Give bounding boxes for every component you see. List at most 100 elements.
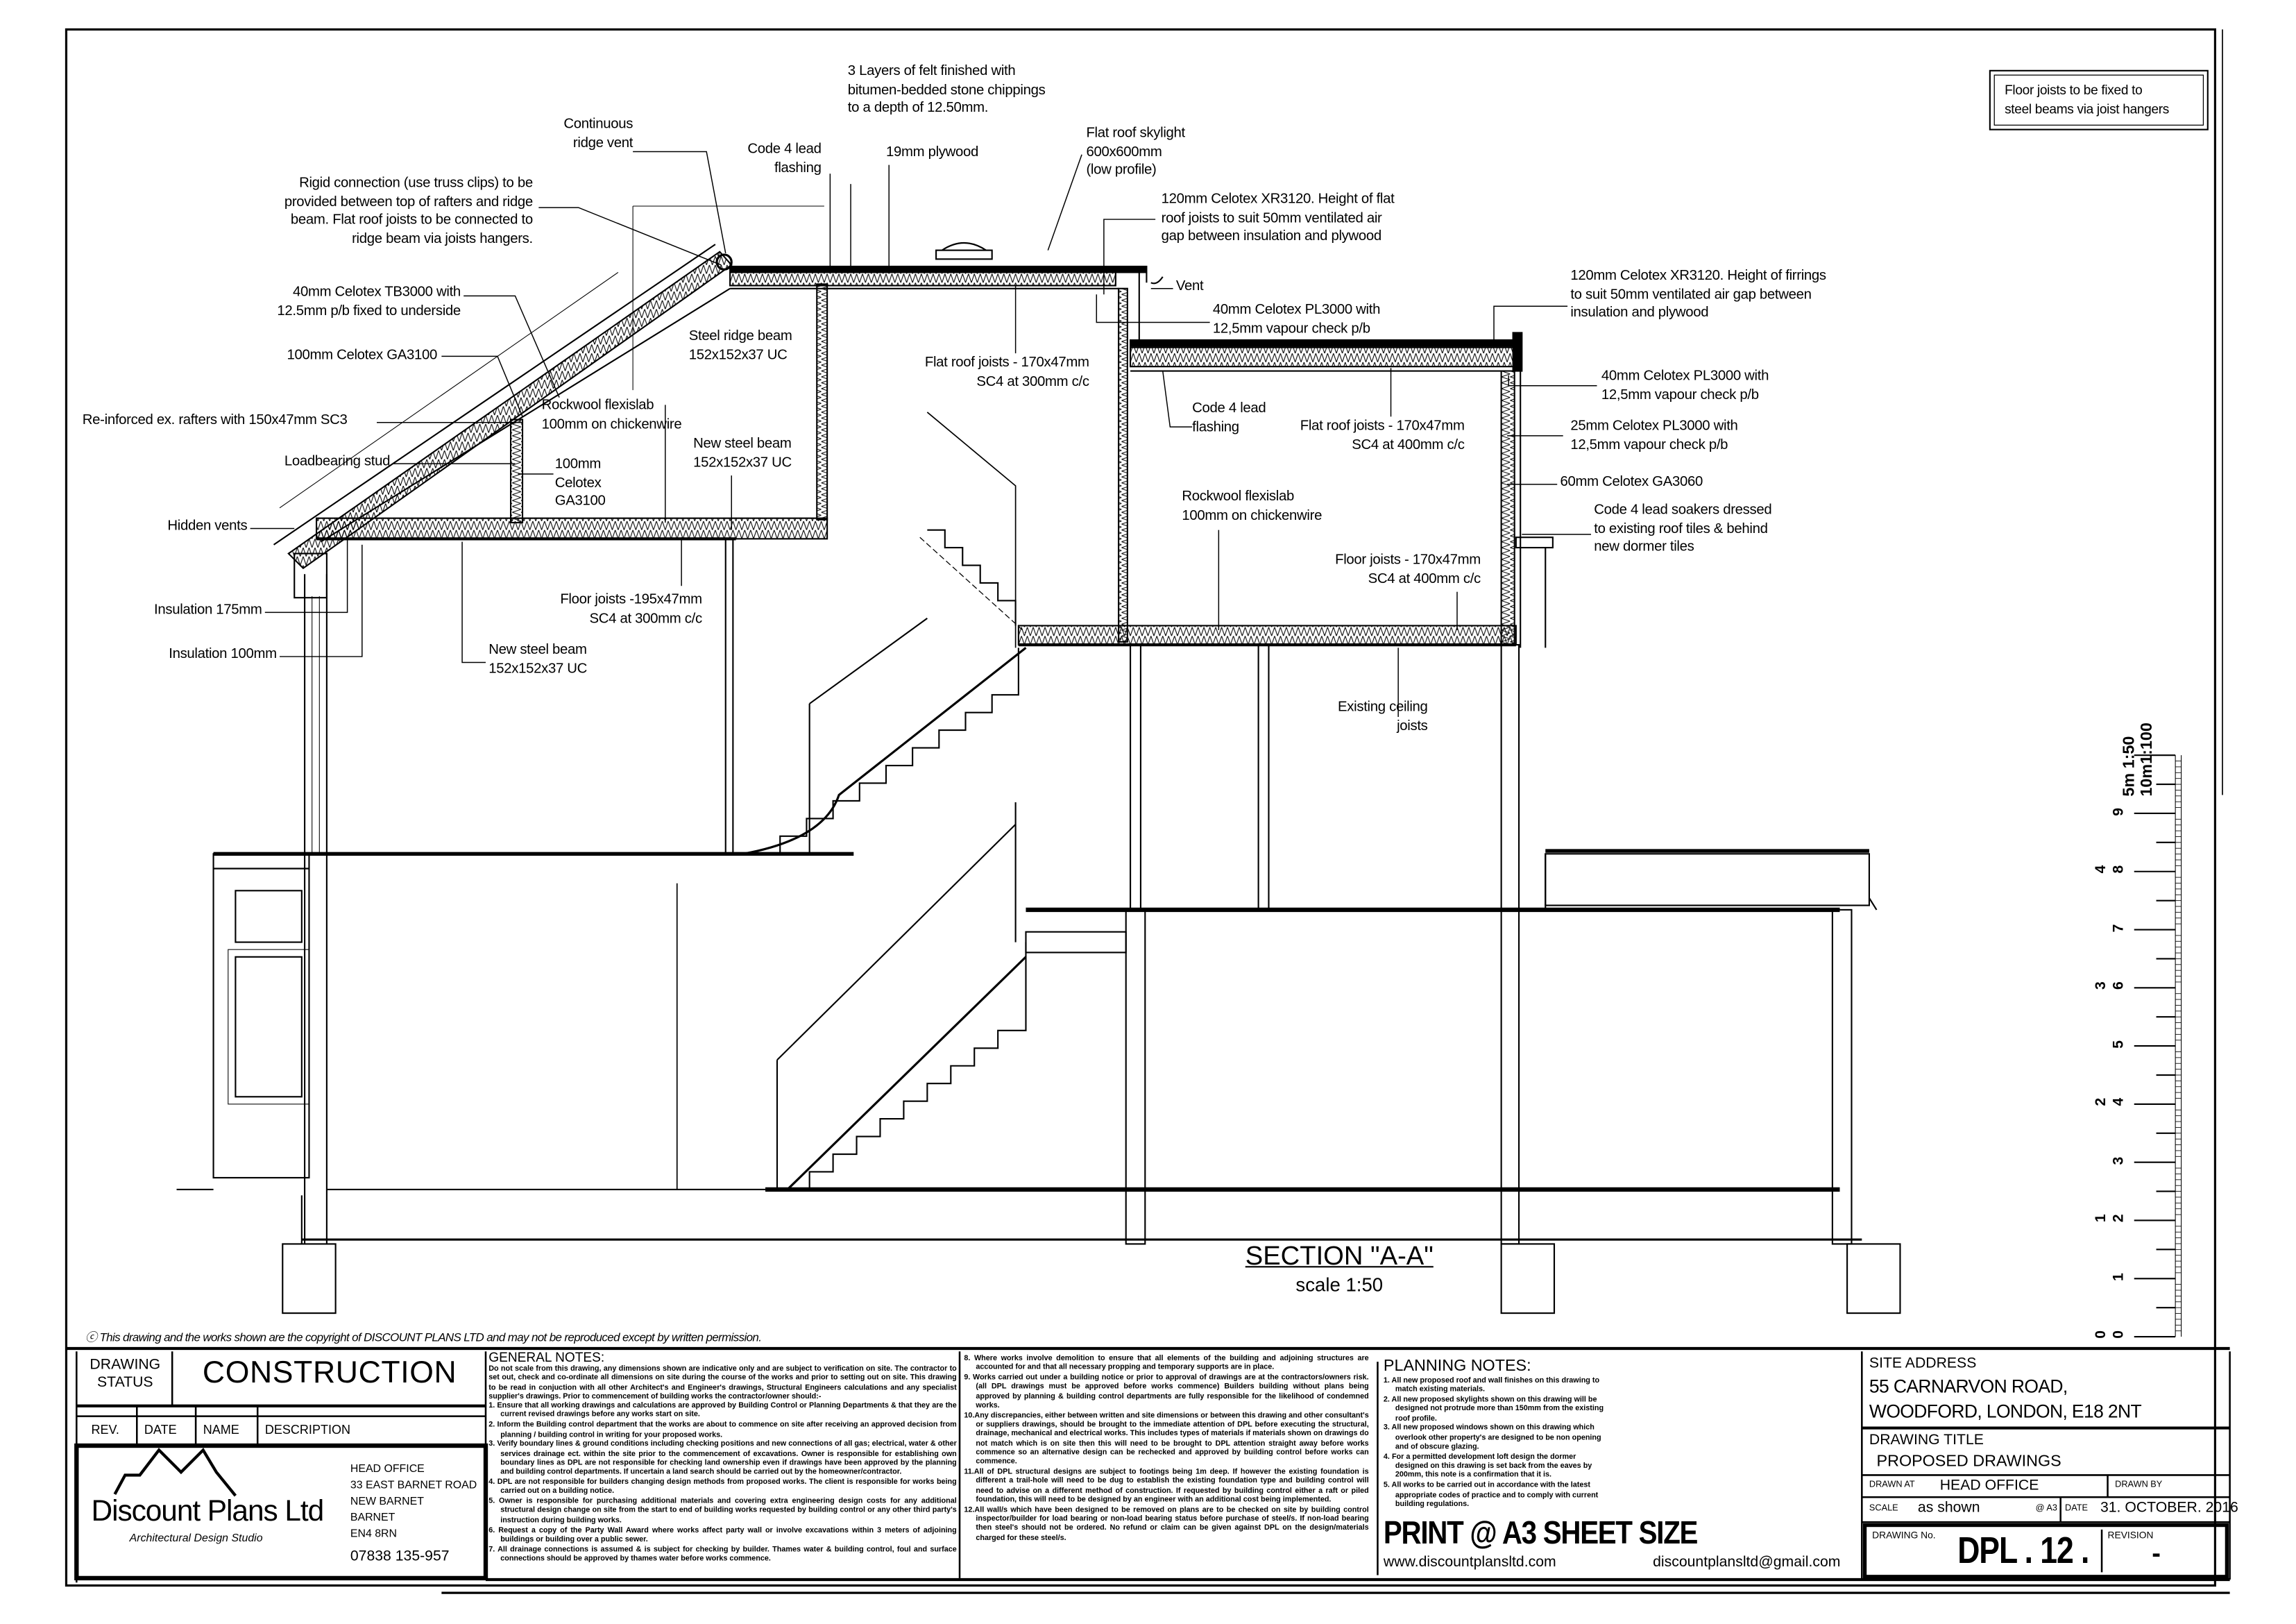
general-notes: GENERAL NOTES: Do not scale from this dr… xyxy=(488,1351,957,1564)
scale-tick-label-1-100: 2 xyxy=(2111,1214,2127,1223)
label-xr3120-firrings: 120mm Celotex XR3120. Height of firrings… xyxy=(1570,268,1826,321)
company-tagline: Architectural Design Studio xyxy=(129,1531,263,1545)
planning-note-item: 4. For a permitted development loft desi… xyxy=(1383,1453,1592,1480)
copyright-text: This drawing and the works shown are the… xyxy=(99,1330,762,1344)
note-item: 10.Any discrepancies, either between wri… xyxy=(964,1411,1369,1467)
scale-tick-label-1-100: 8 xyxy=(2111,865,2127,874)
scale-label: SCALE xyxy=(1869,1504,1898,1514)
website-link[interactable]: www.discountplansltd.com xyxy=(1383,1554,1556,1571)
revision-label: REVISION xyxy=(2107,1531,2154,1541)
scale-tick-label-1-100: 9 xyxy=(2111,806,2127,815)
general-notes-intro: Do not scale from this drawing, any dime… xyxy=(488,1364,957,1402)
scale-tick-label-1-100: 5 xyxy=(2111,1040,2127,1048)
note-item: 8. Where works involve demolition to ens… xyxy=(964,1354,1369,1373)
site-address-line: 55 CARNARVON ROAD, xyxy=(1869,1376,2068,1398)
office-address: HEAD OFFICE 33 EAST BARNET ROAD NEW BARN… xyxy=(350,1460,477,1565)
general-notes-title: GENERAL NOTES: xyxy=(488,1350,605,1365)
planning-note-item: 1. All new proposed roof and wall finish… xyxy=(1383,1376,1600,1395)
title-block-grid xyxy=(74,1351,2231,1594)
drawing-number-label: DRAWING No. xyxy=(1872,1531,1936,1541)
ridge-vent xyxy=(715,253,733,271)
email-link[interactable]: discountplansltd@gmail.com xyxy=(1653,1554,1841,1571)
note-item: 9. Works carried out under a building no… xyxy=(964,1373,1369,1411)
section-scale: scale 1:50 xyxy=(1295,1273,1384,1296)
drawing-status-label: DRAWING STATUS xyxy=(90,1357,161,1392)
revision-value: - xyxy=(2152,1538,2161,1568)
loft-floor-right xyxy=(1017,625,1517,646)
scale-bar-label-50: 5m 1:50 xyxy=(2120,736,2139,797)
note-item: 4. DPL are not responsible for builders … xyxy=(488,1478,957,1496)
label-plywood: 19mm plywood xyxy=(885,144,979,161)
date-value: 31. OCTOBER. 2016 xyxy=(2100,1500,2238,1516)
label-insulation-175: Insulation 175mm xyxy=(154,602,262,618)
scale-tick-label-1-50: 2 xyxy=(2093,1097,2110,1106)
label-loadbearing-stud: Loadbearing stud xyxy=(284,453,391,470)
label-insulation-100: Insulation 100mm xyxy=(169,646,277,663)
dormer-wall xyxy=(1500,370,1515,646)
label-ga3100-rafter: 100mm Celotex GA3100 xyxy=(287,347,438,364)
phone-number: 07838 135-957 xyxy=(350,1548,450,1565)
scale-tick-label-1-100: 4 xyxy=(2111,1097,2127,1106)
leader-lines xyxy=(250,151,1597,718)
drawn-at: HEAD OFFICE xyxy=(1939,1478,2039,1495)
site-address-line: WOODFORD, LONDON, E18 2NT xyxy=(1869,1401,2142,1423)
date-label: DATE xyxy=(2065,1504,2089,1514)
upper-flat-roof xyxy=(729,265,1148,273)
note-item: 11.All of DPL structural designs are sub… xyxy=(964,1467,1369,1505)
scale-bar-ticks xyxy=(2134,754,2182,1338)
skylight xyxy=(935,249,993,260)
company-logo-text: Discount Plans Ltd xyxy=(91,1496,325,1528)
section-title: SECTION "A-A" xyxy=(1245,1241,1434,1271)
date-header: DATE xyxy=(144,1422,177,1437)
label-rafters: Re-inforced ex. rafters with 150x47mm SC… xyxy=(82,412,348,429)
label-ga3060: 60mm Celotex GA3060 xyxy=(1560,474,1703,491)
foundation xyxy=(282,1243,337,1314)
rear-wall xyxy=(1500,644,1520,1245)
site-address: 55 CARNARVON ROAD, WOODFORD, LONDON, E18… xyxy=(1869,1375,2142,1425)
scale-tick-label-1-100: 7 xyxy=(2111,923,2127,932)
drawing-title-label: DRAWING TITLE xyxy=(1869,1432,1984,1449)
scale-value: as shown xyxy=(1917,1500,1980,1516)
copyright-line: ⓒ This drawing and the works shown are t… xyxy=(85,1330,762,1344)
note-item: 5. Owner is responsible for purchasing a… xyxy=(488,1497,957,1525)
note-item: 3. Verify boundary lines & ground condit… xyxy=(488,1440,957,1478)
scale-tick-label-1-100: 1 xyxy=(2111,1272,2127,1280)
office-line: HEAD OFFICE xyxy=(350,1462,425,1475)
office-line: NEW BARNET xyxy=(350,1494,424,1508)
scale-sheet: @ A3 xyxy=(2035,1504,2057,1514)
scale-tick-label-1-50: 3 xyxy=(2093,981,2110,990)
drawing-status: CONSTRUCTION xyxy=(202,1355,457,1390)
office-line: EN4 8RN xyxy=(350,1526,398,1540)
description-header: DESCRIPTION xyxy=(264,1422,351,1437)
print-size-note: PRINT @ A3 SHEET SIZE xyxy=(1383,1516,1699,1553)
note-item: 12.All wall/s which have been designed t… xyxy=(964,1505,1369,1543)
scale-tick-label-1-100: 6 xyxy=(2111,981,2127,990)
name-header: NAME xyxy=(203,1422,239,1437)
lower-flat-roof xyxy=(1130,339,1517,347)
logo-roofs-icon xyxy=(113,1447,237,1497)
scale-bar-label-100: 10m1:100 xyxy=(2138,722,2157,797)
planning-note-item: 3. All new proposed windows shown on thi… xyxy=(1383,1424,1601,1452)
